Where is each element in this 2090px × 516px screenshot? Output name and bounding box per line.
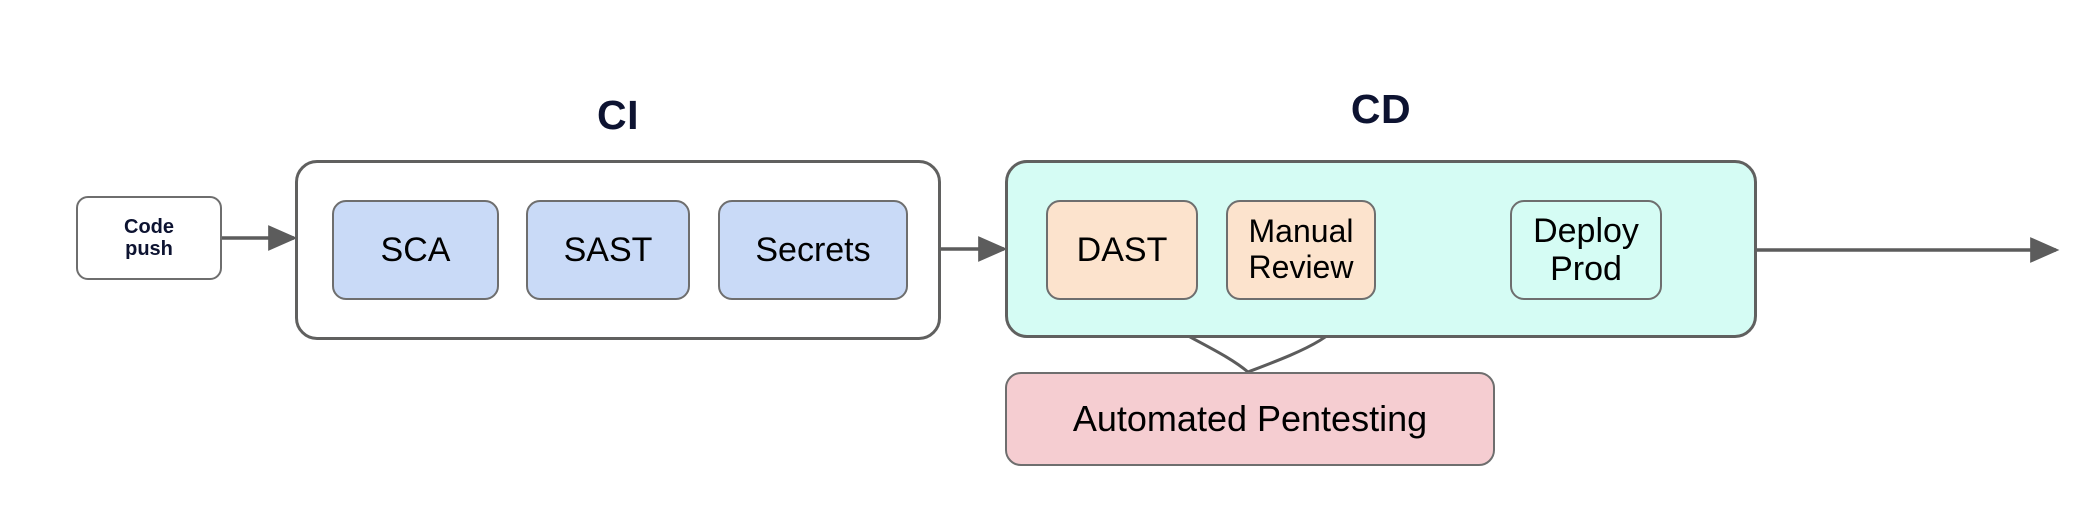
node-dast[interactable]: DAST bbox=[1046, 200, 1198, 300]
group-cd-title: CD bbox=[1350, 86, 1412, 132]
group-ci-title: CI bbox=[597, 92, 639, 138]
node-manual-review[interactable]: Manual Review bbox=[1226, 200, 1376, 300]
node-sast[interactable]: SAST bbox=[526, 200, 690, 300]
node-secrets[interactable]: Secrets bbox=[718, 200, 908, 300]
node-sca[interactable]: SCA bbox=[332, 200, 499, 300]
node-automated-pentesting[interactable]: Automated Pentesting bbox=[1005, 372, 1495, 466]
node-code-push[interactable]: Code push bbox=[76, 196, 222, 280]
node-deploy-prod[interactable]: Deploy Prod bbox=[1510, 200, 1662, 300]
